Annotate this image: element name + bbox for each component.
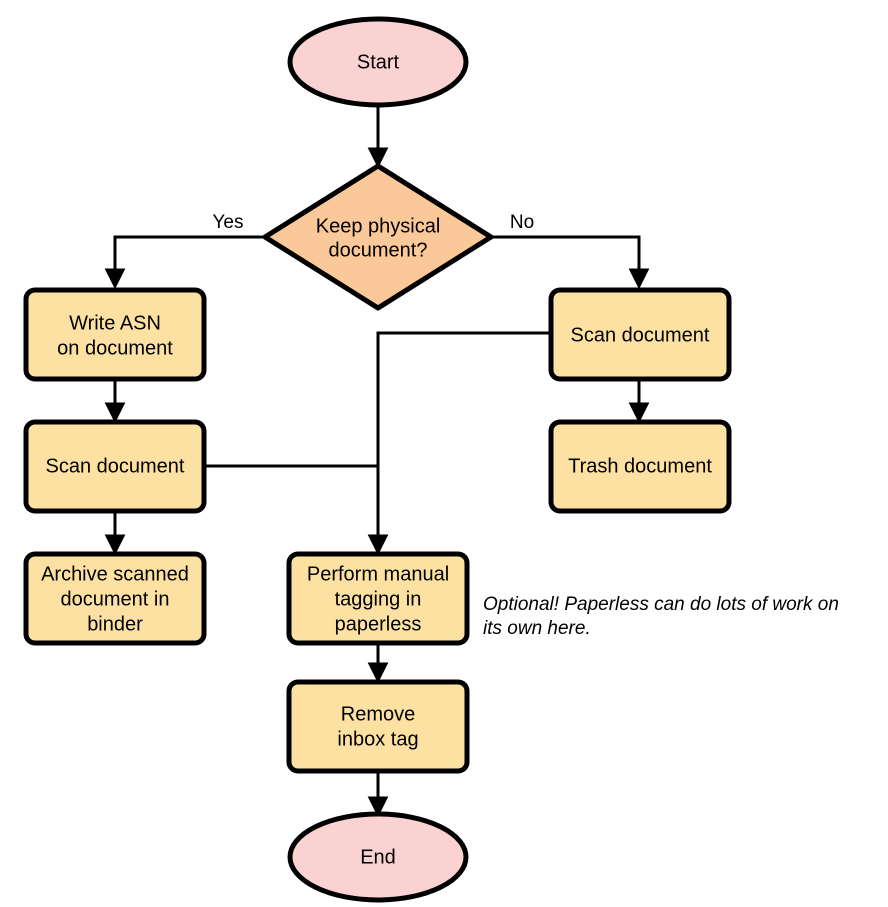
node-scan-document-left[interactable]: Scan document (23, 419, 207, 514)
archive-label-line3: binder (87, 613, 143, 635)
start-ellipse (287, 16, 469, 108)
node-write-asn[interactable]: Write ASN on document (23, 287, 207, 382)
start-label: Start (357, 51, 400, 73)
node-archive-scanned-document[interactable]: Archive scanned document in binder (23, 551, 207, 646)
decision-label-line2: document? (329, 239, 428, 261)
edge-decision-no-to-scan-right (491, 235, 650, 290)
write-asn-label-line2: on document (57, 337, 173, 359)
tagging-label-line1: Perform manual (307, 563, 449, 585)
edge-scan-right-to-tagging (367, 331, 551, 556)
decision-label-line1: Keep physical (316, 215, 441, 237)
annotation-line2: its own here. (483, 618, 591, 639)
annotation-optional-paperless: Optional! Paperless can do lots of work … (483, 594, 839, 639)
scan-document-right-box (548, 287, 732, 382)
edge-decision-yes-to-write-asn (104, 235, 265, 290)
node-end[interactable]: End (287, 811, 469, 903)
node-trash-document[interactable]: Trash document (548, 419, 732, 514)
edge-label-yes: Yes (213, 212, 244, 233)
archive-box (23, 551, 207, 646)
end-label: End (360, 846, 396, 868)
archive-label-line1: Archive scanned (41, 563, 189, 585)
node-start[interactable]: Start (287, 16, 469, 108)
trash-document-box (548, 419, 732, 514)
scan-document-left-label: Scan document (46, 455, 185, 477)
node-perform-manual-tagging[interactable]: Perform manual tagging in paperless (286, 551, 470, 646)
edge-label-no: No (510, 212, 534, 233)
connector-layer (104, 101, 650, 818)
tagging-label-line3: paperless (335, 613, 422, 635)
remove-inbox-tag-box (286, 679, 470, 774)
node-decision-keep-physical-document[interactable]: Keep physical document? (262, 163, 494, 311)
remove-inbox-tag-label-line1: Remove (341, 703, 415, 725)
node-remove-inbox-tag[interactable]: Remove inbox tag (286, 679, 470, 774)
trash-document-label: Trash document (568, 455, 712, 477)
tagging-label-line2: tagging in (335, 588, 422, 610)
end-ellipse (287, 811, 469, 903)
scan-document-left-box (23, 419, 207, 514)
write-asn-box (23, 287, 207, 382)
node-scan-document-right[interactable]: Scan document (548, 287, 732, 382)
annotation-line1: Optional! Paperless can do lots of work … (483, 594, 839, 615)
scan-document-right-label: Scan document (571, 324, 710, 346)
decision-diamond (262, 163, 494, 311)
write-asn-label-line1: Write ASN (69, 312, 161, 334)
tagging-box (286, 551, 470, 646)
archive-label-line2: document in (61, 588, 170, 610)
remove-inbox-tag-label-line2: inbox tag (337, 728, 418, 750)
